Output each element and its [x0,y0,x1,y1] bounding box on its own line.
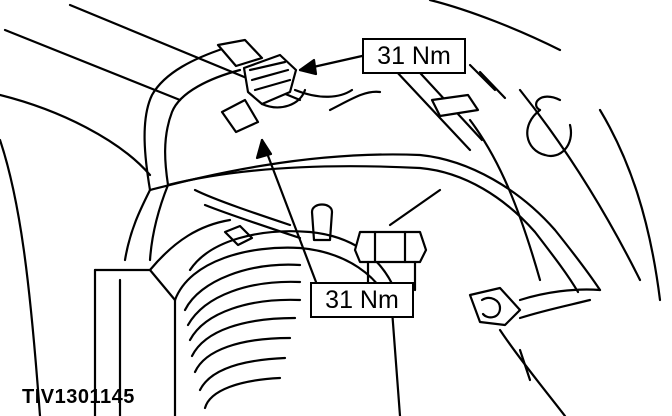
left-housing [0,138,232,416]
throttle-body [173,230,402,416]
vacuum-hose [193,188,302,247]
wire-loop [526,95,573,158]
bracket-bolt [393,60,507,152]
torque-callout-lower: 31 Nm [310,282,414,318]
hex-bolt [353,188,442,292]
coolant-pipe [123,46,602,294]
upper-fitting [216,38,382,134]
figure-id: TIV1301145 [22,386,135,408]
torque-leader-lower [255,138,318,284]
torque-leader-upper [298,54,364,76]
lower-fitting [468,286,602,416]
torque-callout-upper: 31 Nm [362,38,466,74]
